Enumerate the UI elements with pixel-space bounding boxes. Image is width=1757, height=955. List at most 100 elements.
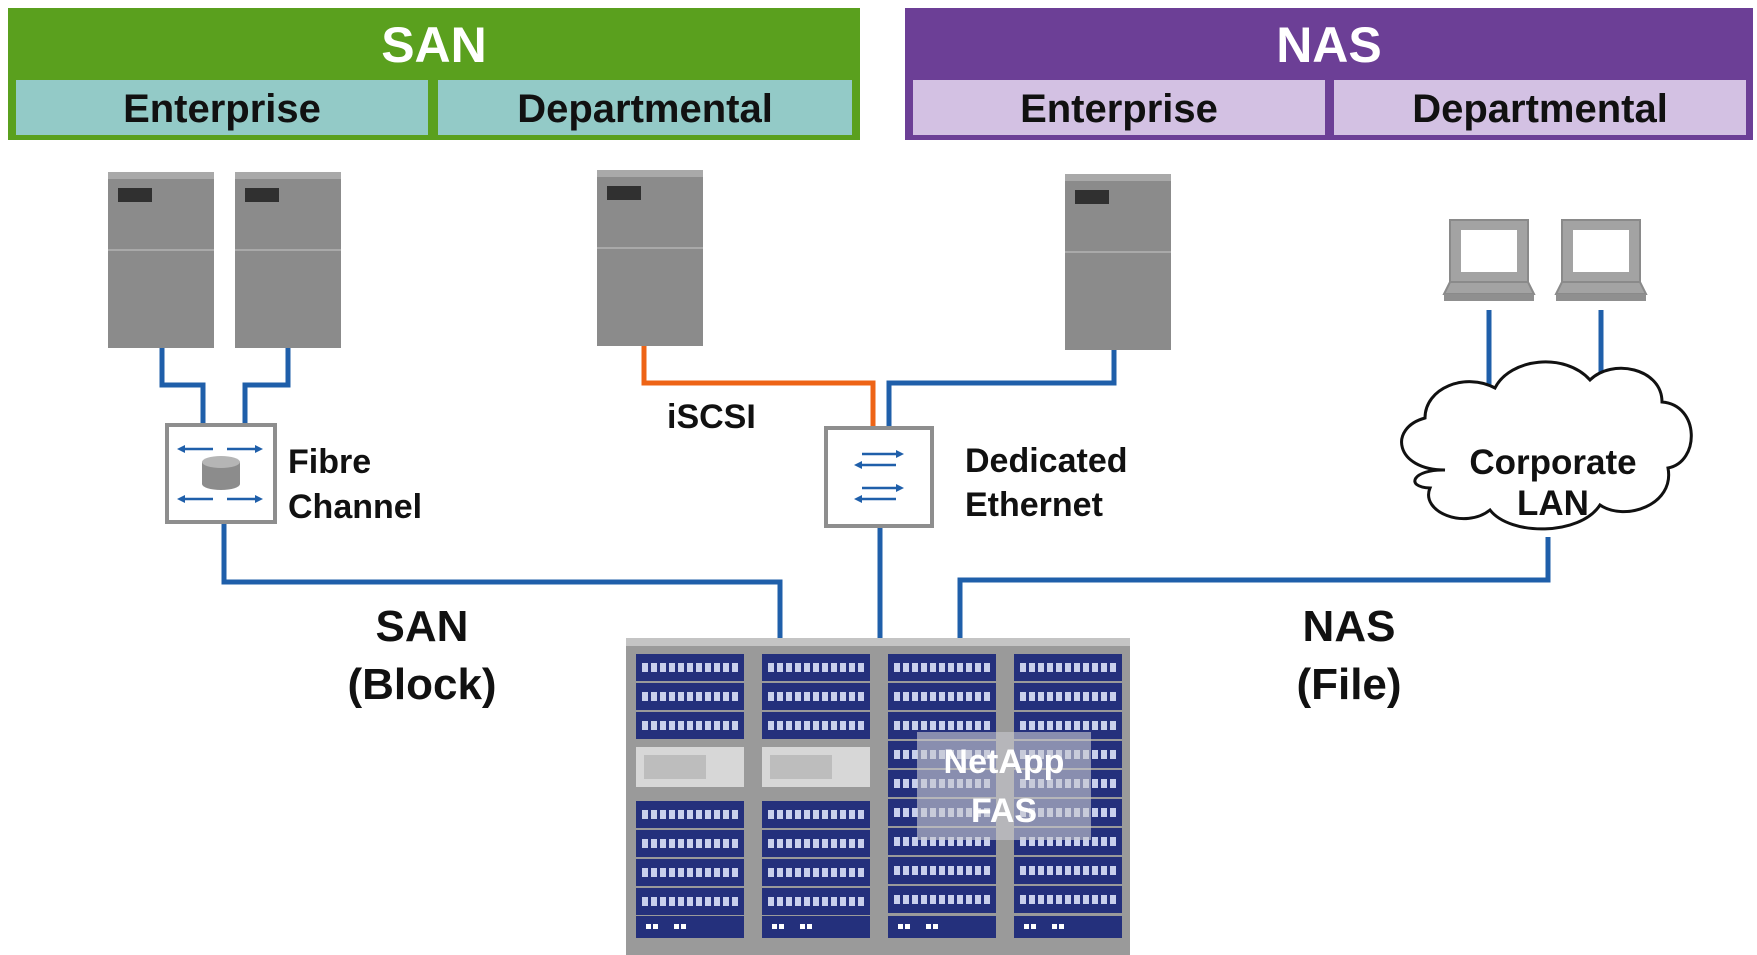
- disk-slot: [723, 692, 729, 701]
- disk-slot: [642, 868, 648, 877]
- disk-slot: [1083, 866, 1089, 875]
- nas-enterprise-label: Enterprise: [1020, 87, 1218, 131]
- disk-slot: [651, 663, 657, 672]
- disk-slot: [858, 663, 864, 672]
- disk-slot: [660, 897, 666, 906]
- disk-slot: [714, 868, 720, 877]
- status-led: [905, 924, 910, 929]
- disk-slot: [777, 663, 783, 672]
- disk-slot: [930, 663, 936, 672]
- disk-slot: [966, 663, 972, 672]
- disk-slot: [858, 721, 864, 730]
- disk-slot: [1020, 692, 1026, 701]
- nas-protocol-line1: NAS: [1303, 602, 1396, 651]
- disk-slot: [723, 897, 729, 906]
- disk-slot: [1110, 779, 1116, 788]
- disk-slot: [1020, 895, 1026, 904]
- disk-slot: [921, 837, 927, 846]
- disk-slot: [1074, 663, 1080, 672]
- disk-slot: [705, 692, 711, 701]
- disk-slot: [948, 721, 954, 730]
- cloud-icon: [1400, 360, 1693, 531]
- disk-slot: [921, 692, 927, 701]
- disk-slot: [912, 866, 918, 875]
- disk-slot: [984, 895, 990, 904]
- disk-slot: [957, 721, 963, 730]
- disk-slot: [894, 779, 900, 788]
- disk-slot: [930, 837, 936, 846]
- disk-slot: [1065, 895, 1071, 904]
- disk-slot: [795, 692, 801, 701]
- disk-slot: [912, 750, 918, 759]
- disk-slot: [678, 868, 684, 877]
- controller-vent: [770, 755, 832, 779]
- disk-slot: [651, 810, 657, 819]
- disk-slot: [723, 868, 729, 877]
- disk-slot: [894, 721, 900, 730]
- disk-slot: [1020, 837, 1026, 846]
- disk-slot: [1110, 837, 1116, 846]
- disk-slot: [786, 868, 792, 877]
- disk-slot: [1092, 750, 1098, 759]
- disk-slot: [768, 810, 774, 819]
- disk-slot: [1083, 895, 1089, 904]
- disk-slot: [795, 810, 801, 819]
- disk-slot: [1110, 692, 1116, 701]
- disk-slot: [669, 721, 675, 730]
- disk-slot: [795, 663, 801, 672]
- disk-slot: [1101, 692, 1107, 701]
- disk-slot: [714, 839, 720, 848]
- disk-slot: [1056, 866, 1062, 875]
- disk-slot: [714, 810, 720, 819]
- disk-slot: [651, 839, 657, 848]
- disk-slot: [687, 868, 693, 877]
- disk-slot: [858, 897, 864, 906]
- disk-slot: [651, 692, 657, 701]
- disk-slot: [903, 721, 909, 730]
- disk-slot: [714, 692, 720, 701]
- disk-slot: [894, 866, 900, 875]
- disk-slot: [696, 897, 702, 906]
- status-led: [800, 924, 805, 929]
- disk-slot: [1056, 895, 1062, 904]
- disk-slot: [1110, 721, 1116, 730]
- disk-slot: [687, 692, 693, 701]
- nas-departmental-cell: [1334, 80, 1746, 135]
- disk-slot: [858, 868, 864, 877]
- disk-slot: [840, 692, 846, 701]
- disk-slot: [1101, 721, 1107, 730]
- disk-slot: [858, 810, 864, 819]
- disk-slot: [1092, 808, 1098, 817]
- disk-slot: [1056, 721, 1062, 730]
- status-led: [674, 924, 679, 929]
- disk-slot: [1029, 721, 1035, 730]
- disk-slot: [678, 810, 684, 819]
- disk-slot: [1038, 895, 1044, 904]
- disk-slot: [714, 897, 720, 906]
- disk-slot: [903, 779, 909, 788]
- disk-slot: [1101, 866, 1107, 875]
- disk-slot: [939, 837, 945, 846]
- disk-slot: [1047, 721, 1053, 730]
- disk-slot: [786, 897, 792, 906]
- disk-slot: [768, 663, 774, 672]
- disk-slot: [786, 721, 792, 730]
- disk-slot: [921, 663, 927, 672]
- disk-slot: [1038, 837, 1044, 846]
- status-led: [681, 924, 686, 929]
- disk-slot: [768, 721, 774, 730]
- disk-slot: [768, 692, 774, 701]
- disk-slot: [912, 837, 918, 846]
- disk-slot: [822, 810, 828, 819]
- disk-slot: [1029, 692, 1035, 701]
- status-led: [1059, 924, 1064, 929]
- disk-slot: [651, 721, 657, 730]
- disk-slot: [804, 868, 810, 877]
- disk-slot: [957, 663, 963, 672]
- disk-slot: [777, 897, 783, 906]
- disk-slot: [840, 721, 846, 730]
- disk-slot: [804, 692, 810, 701]
- ethernet-label-line2: Ethernet: [965, 486, 1103, 524]
- nas-header-title: NAS: [1276, 17, 1382, 73]
- disk-slot: [669, 663, 675, 672]
